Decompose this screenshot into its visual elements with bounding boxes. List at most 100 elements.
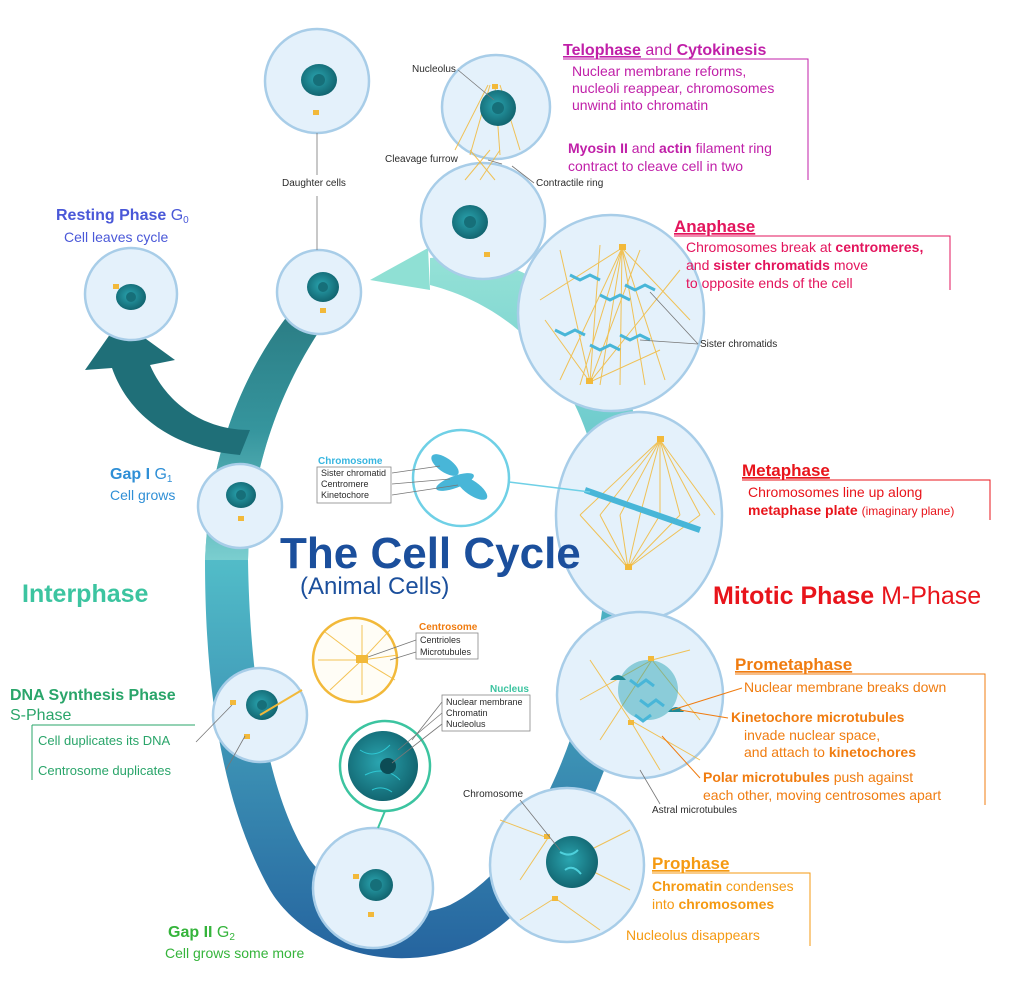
cell-metaphase bbox=[554, 410, 724, 622]
telophase-title: Telophase and Cytokinesis bbox=[563, 42, 766, 59]
cell-gap1 bbox=[196, 462, 284, 550]
anaphase-centromeres: centromeres, bbox=[835, 239, 923, 255]
resting-phase-title: Resting Phase G0 bbox=[56, 207, 189, 226]
gap1-name: Gap I bbox=[110, 466, 150, 483]
telophase-and: and bbox=[632, 140, 655, 156]
cell-telophase bbox=[419, 53, 552, 281]
prophase-chromatin: Chromatin bbox=[652, 878, 722, 894]
cell-daughter-bottom bbox=[275, 248, 363, 336]
prometaphase-attach: and attach to bbox=[744, 744, 825, 760]
telophase-myosin: Myosin II bbox=[568, 140, 628, 156]
cell-prophase bbox=[488, 786, 646, 944]
mitotic-phase-bold: Mitotic Phase bbox=[713, 582, 874, 610]
resting-phase-desc: Cell leaves cycle bbox=[64, 229, 168, 245]
anaphase-line1: Chromosomes break at centromeres, bbox=[686, 239, 923, 255]
cell-anaphase bbox=[516, 213, 706, 413]
prophase-condenses: condenses bbox=[726, 878, 794, 894]
prometaphase-line4: and attach to kinetochores bbox=[744, 744, 916, 760]
prophase-chromosomes: chromosomes bbox=[678, 896, 774, 912]
label-contractile-ring: Contractile ring bbox=[536, 178, 603, 189]
gap1-sub: 1 bbox=[167, 474, 173, 485]
anaphase-line2: and sister chromatids move bbox=[686, 257, 868, 273]
chromosome-inset: Chromosome Sister chromatid Centromere K… bbox=[316, 428, 591, 528]
label-daughter-cells: Daughter cells bbox=[282, 178, 346, 189]
diagram-subtitle: (Animal Cells) bbox=[300, 573, 449, 600]
metaphase-title: Metaphase bbox=[742, 461, 830, 480]
prometaphase-push: push against bbox=[834, 769, 914, 785]
telophase-title-and: and bbox=[645, 42, 672, 59]
resting-arrow bbox=[85, 320, 250, 455]
synthesis-alt: S-Phase bbox=[10, 707, 71, 724]
prometaphase-line1: Nuclear membrane breaks down bbox=[744, 679, 946, 695]
label-sister-chromatids: Sister chromatids bbox=[700, 339, 777, 350]
prometaphase-line6: each other, moving centrosomes apart bbox=[703, 787, 941, 803]
gap2-title: Gap II G2 bbox=[168, 924, 235, 943]
prophase-title: Prophase bbox=[652, 854, 729, 873]
resting-phase-name: Resting Phase bbox=[56, 207, 166, 224]
cell-prometaphase bbox=[555, 610, 725, 780]
telophase-ring: filament ring bbox=[696, 140, 772, 156]
prometaphase-kinetochores: kinetochores bbox=[829, 744, 916, 760]
resting-phase-symbol: G bbox=[171, 207, 183, 224]
legend-nuclear-membrane: Nuclear membrane bbox=[446, 697, 523, 707]
legend-centrioles: Centrioles bbox=[420, 635, 461, 645]
gap1-symbol: G bbox=[154, 466, 166, 483]
telophase-actin: actin bbox=[659, 140, 692, 156]
telophase-title-b: Cytokinesis bbox=[677, 42, 767, 59]
legend-kinetochore: Kinetochore bbox=[321, 490, 369, 500]
diagram-title: The Cell Cycle bbox=[280, 529, 581, 578]
legend-nucleolus: Nucleolus bbox=[446, 719, 486, 729]
legend-sister-chromatid: Sister chromatid bbox=[321, 468, 386, 478]
label-chromosome: Chromosome bbox=[463, 789, 523, 800]
gap1-title: Gap I G1 bbox=[110, 466, 173, 485]
prophase-into: into bbox=[652, 896, 675, 912]
resting-phase-sub: 0 bbox=[183, 215, 189, 226]
prophase-line3: Nucleolus disappears bbox=[626, 927, 760, 943]
interphase-label: Interphase bbox=[22, 580, 149, 608]
telophase-title-a: Telophase bbox=[563, 42, 641, 59]
cell-gap2 bbox=[311, 826, 435, 950]
telophase-line4: Myosin II and actin filament ring bbox=[568, 140, 772, 156]
telophase-line1: Nuclear membrane reforms, bbox=[572, 63, 746, 79]
cell-daughter-top bbox=[263, 27, 371, 135]
gap2-name: Gap II bbox=[168, 924, 212, 941]
anaphase-l2-and: and bbox=[686, 257, 709, 273]
mitotic-phase-alt: M-Phase bbox=[881, 582, 981, 610]
anaphase-line3: to opposite ends of the cell bbox=[686, 275, 853, 291]
anaphase-title: Anaphase bbox=[674, 217, 755, 236]
metaphase-line2: metaphase plate (imaginary plane) bbox=[748, 502, 954, 518]
centrosome-legend-title: Centrosome bbox=[419, 622, 478, 633]
prometaphase-polar: Polar microtubules bbox=[703, 769, 830, 785]
label-cleavage-furrow: Cleavage furrow bbox=[385, 154, 459, 165]
synthesis-line2: Centrosome duplicates bbox=[38, 763, 171, 778]
chromosome-legend-title: Chromosome bbox=[318, 456, 383, 467]
nucleus-inset: Nucleus Nuclear membrane Chromatin Nucle… bbox=[338, 684, 531, 829]
anaphase-l2-move: move bbox=[834, 257, 868, 273]
anaphase-l1-text: Chromosomes break at bbox=[686, 239, 832, 255]
prophase-line1: Chromatin condenses bbox=[652, 878, 794, 894]
prometaphase-line2: Kinetochore microtubules bbox=[731, 709, 905, 725]
label-nucleolus: Nucleolus bbox=[412, 64, 456, 75]
telophase-line5: contract to cleave cell in two bbox=[568, 158, 743, 174]
anaphase-sister-chromatids: sister chromatids bbox=[713, 257, 830, 273]
telophase-line2: nucleoli reappear, chromosomes bbox=[572, 80, 774, 96]
gap1-desc: Cell grows bbox=[110, 487, 175, 503]
prophase-line2: into chromosomes bbox=[652, 896, 774, 912]
metaphase-plate: metaphase plate bbox=[748, 502, 858, 518]
synthesis-line1: Cell duplicates its DNA bbox=[38, 733, 171, 748]
synthesis-title: DNA Synthesis Phase bbox=[10, 687, 176, 704]
gap2-symbol: G bbox=[217, 924, 229, 941]
legend-chromatin: Chromatin bbox=[446, 708, 488, 718]
nucleus-legend-title: Nucleus bbox=[490, 684, 529, 695]
metaphase-line1: Chromosomes line up along bbox=[748, 484, 922, 500]
label-astral-microtubules: Astral microtubules bbox=[652, 805, 737, 816]
legend-microtubules: Microtubules bbox=[420, 647, 472, 657]
cell-resting bbox=[83, 246, 179, 342]
legend-centromere: Centromere bbox=[321, 479, 369, 489]
prometaphase-line3: invade nuclear space, bbox=[744, 727, 880, 743]
mitotic-phase-label: Mitotic Phase M-Phase bbox=[713, 582, 981, 610]
centrosome-inset: Centrosome Centrioles Microtubules bbox=[259, 616, 479, 716]
gap2-sub: 2 bbox=[229, 932, 235, 943]
